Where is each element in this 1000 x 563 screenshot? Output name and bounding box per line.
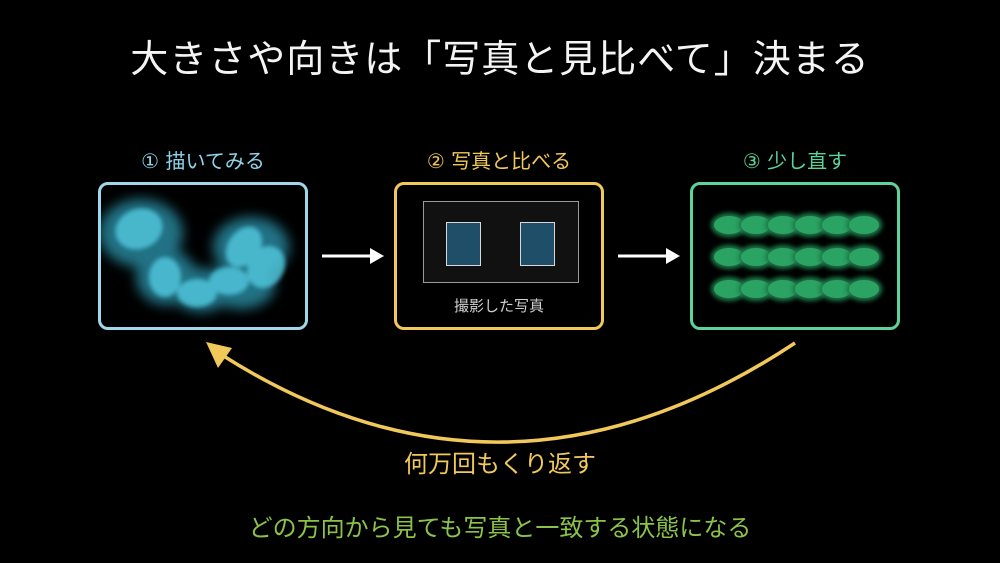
refined-ellipse xyxy=(795,280,825,298)
step-3-panel xyxy=(690,182,900,330)
photo-rect-left xyxy=(446,222,481,266)
step-2-panel: 撮影した写真 xyxy=(394,182,604,330)
refined-ellipse xyxy=(795,248,825,266)
arrow-step2-to-step3 xyxy=(618,248,680,264)
photo-frame xyxy=(423,201,579,283)
bottom-text: どの方向から見ても写真と一致する状態になる xyxy=(248,514,752,542)
refined-ellipse xyxy=(741,248,771,266)
step-3-label: ③ 少し直す xyxy=(742,149,848,173)
refined-ellipse xyxy=(714,248,744,266)
step-1-panel xyxy=(98,182,308,330)
refined-ellipse xyxy=(768,216,798,234)
arrow-step1-to-step2 xyxy=(322,248,384,264)
loop-back-arrow xyxy=(206,341,796,444)
refined-ellipse xyxy=(849,216,879,234)
refined-ellipse xyxy=(714,216,744,234)
refined-ellipses-graphic xyxy=(711,213,882,301)
photo-rect-right xyxy=(520,222,555,266)
blurry-blobs-graphic xyxy=(101,199,289,312)
refined-ellipse xyxy=(822,216,852,234)
refined-ellipse xyxy=(768,280,798,298)
refined-ellipse xyxy=(822,280,852,298)
loop-label: 何万回もくり返す xyxy=(404,450,596,478)
refined-ellipse xyxy=(741,216,771,234)
refined-ellipse xyxy=(849,248,879,266)
refined-ellipse xyxy=(795,216,825,234)
refined-ellipse xyxy=(714,280,744,298)
refined-ellipse xyxy=(741,280,771,298)
refined-ellipse xyxy=(768,248,798,266)
refined-ellipse xyxy=(822,248,852,266)
step-1-label: ① 描いてみる xyxy=(141,149,265,173)
refined-ellipse xyxy=(849,280,879,298)
page-title: 大きさや向きは「写真と見比べて」決まる xyxy=(130,37,870,81)
photo-caption: 撮影した写真 xyxy=(453,297,544,315)
step-2-label: ② 写真と比べる xyxy=(426,149,572,173)
